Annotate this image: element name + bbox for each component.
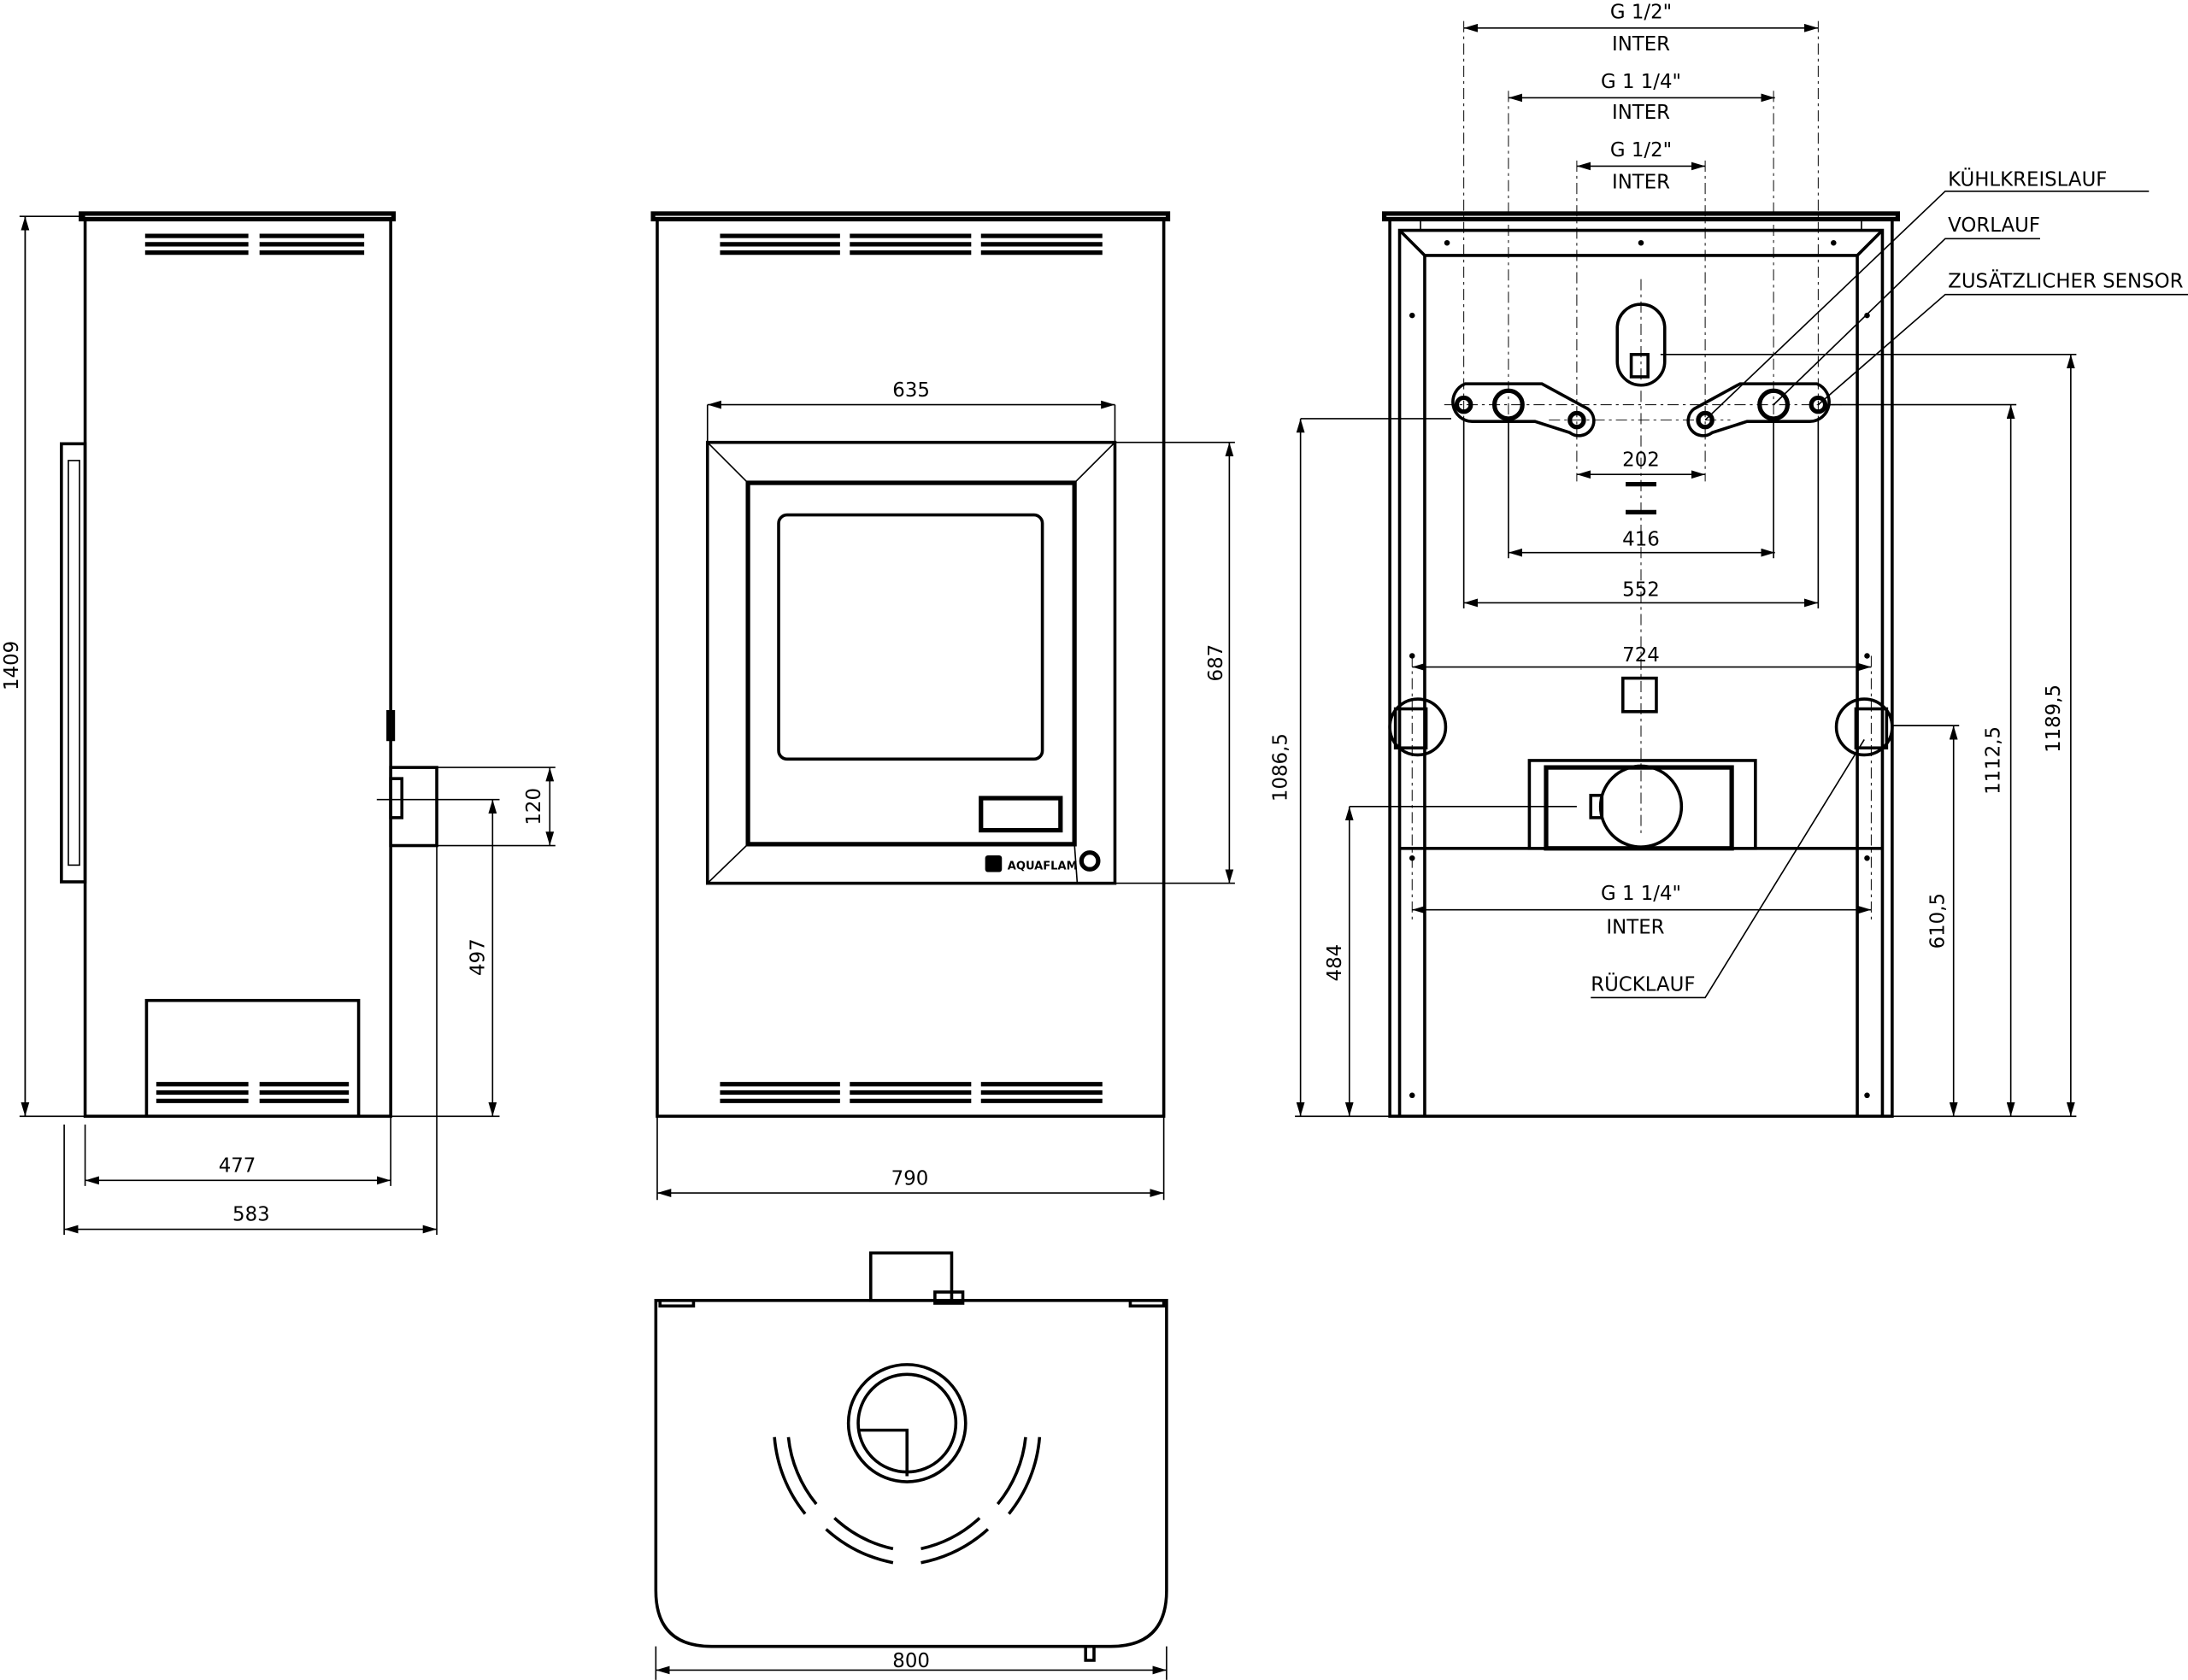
dim-top-2-size: G 1 1/4" — [1601, 71, 1681, 93]
dim-top-3-type: INTER — [1612, 172, 1670, 194]
dim-width: 790 — [891, 1167, 929, 1190]
dim-door-height: 687 — [1205, 644, 1227, 682]
dim-door-width: 635 — [892, 379, 930, 402]
brand-logo: AQUAFLAM — [1008, 860, 1078, 872]
dim-top-1-size: G 1/2" — [1610, 1, 1672, 23]
dim-top-3-size: G 1/2" — [1610, 139, 1672, 162]
dim-height-1086: 1086,5 — [1269, 733, 1291, 802]
dim-spacing-416: 416 — [1622, 529, 1660, 551]
label-flow: VORLAUF — [1948, 214, 2040, 237]
dim-top-2-type: INTER — [1612, 102, 1670, 124]
dim-bottom-size: G 1 1/4" — [1601, 883, 1681, 905]
dim-depth-body: 477 — [219, 1155, 256, 1178]
logo-icon — [985, 855, 1003, 872]
dim-spacing-552: 552 — [1622, 579, 1660, 601]
back-view: G 1/2" INTER G 1 1/4" INTER G 1/2" INTER… — [1269, 1, 2188, 1119]
front-view: AQUAFLAM 635 687 790 — [650, 211, 1235, 1201]
dim-height-610: 610,5 — [1926, 893, 1949, 949]
dim-height-1189: 1189,5 — [2043, 684, 2065, 753]
dim-top-1-type: INTER — [1612, 33, 1670, 56]
dim-height-484: 484 — [1324, 944, 1346, 982]
label-cooling-circuit: KÜHLKREISLAUF — [1948, 167, 2107, 191]
dim-spacing-724: 724 — [1622, 644, 1660, 667]
side-view: 1409 477 583 120 497 — [1, 211, 556, 1236]
dim-connector-height: 120 — [523, 788, 545, 825]
label-return: RÜCKLAUF — [1591, 972, 1695, 996]
dim-bottom-type: INTER — [1606, 916, 1664, 938]
dim-spacing-202: 202 — [1622, 449, 1660, 471]
dim-connector-elevation: 497 — [468, 938, 490, 976]
dim-top-width: 800 — [892, 1650, 930, 1672]
dim-height-1112: 1112,5 — [1983, 726, 2005, 795]
dim-height: 1409 — [1, 641, 23, 690]
dim-depth-total: 583 — [232, 1204, 270, 1226]
label-sensor: ZUSÄTZLICHER SENSOR — [1948, 268, 2183, 292]
top-view: 800 — [654, 1251, 1168, 1680]
